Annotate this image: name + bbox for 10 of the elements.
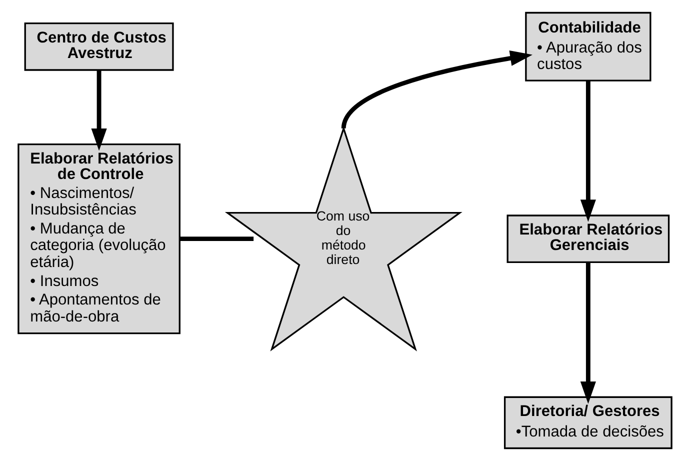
arrow: [91, 70, 107, 151]
node-box: Contabilidade • Apuração dos custos: [525, 12, 652, 82]
connector: [180, 236, 254, 242]
arrow: [341, 50, 532, 129]
arrow: [580, 80, 596, 222]
node-box: Centro de Custos Avestruz: [24, 22, 174, 71]
node-box: Elaborar Relatórios Gerenciais: [506, 214, 670, 263]
node-box: Elaborar Relatórios de Controle • Nascimentos/ Insubsistências • Mudança de categoria (evolução etária) • Insumos • Apontamentos de mão-de-obra: [18, 144, 180, 334]
arrow: [580, 262, 596, 404]
node-box: Diretoria/ Gestores •Tomada de decisões: [504, 396, 672, 450]
